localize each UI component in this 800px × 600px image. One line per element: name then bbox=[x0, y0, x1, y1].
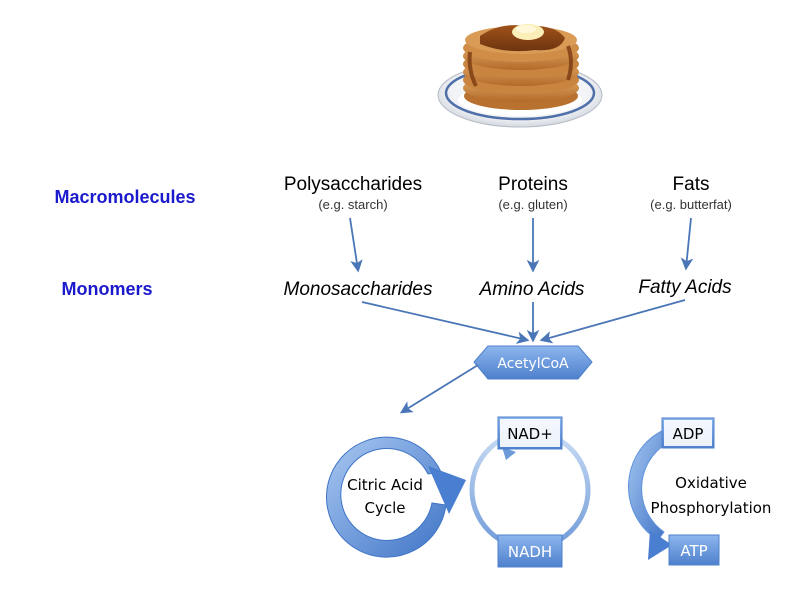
atp-label: ATP bbox=[680, 542, 707, 560]
oxidative-phosphorylation: ADP ATP Oxidative Phosphorylation bbox=[627, 417, 772, 566]
acetylcoa-node: AcetylCoA bbox=[473, 345, 593, 380]
citric-cycle-ring-icon bbox=[326, 436, 447, 558]
arrow-polysaccharides-monomer bbox=[349, 217, 363, 273]
oxphos-arrowhead-icon bbox=[648, 530, 672, 560]
arrow-monosaccharides-acetylcoa bbox=[361, 301, 530, 344]
citric-cycle-arrowhead-icon bbox=[428, 466, 466, 514]
adp-label: ADP bbox=[673, 425, 704, 443]
fats-example: (e.g. butterfat) bbox=[650, 197, 732, 212]
proteins-name: Proteins bbox=[498, 174, 568, 195]
macromolecules-label: Macromolecules bbox=[54, 187, 195, 207]
oxphos-line2: Phosphorylation bbox=[651, 499, 772, 517]
nadh-box bbox=[497, 534, 563, 568]
monosaccharides-name: Monosaccharides bbox=[284, 279, 433, 300]
citric-cycle-line2: Cycle bbox=[365, 499, 406, 517]
polysaccharides-name: Polysaccharides bbox=[284, 174, 422, 195]
polysaccharides-example: (e.g. starch) bbox=[318, 197, 387, 212]
proteins-example: (e.g. gluten) bbox=[498, 197, 567, 212]
oxphos-line1: Oxidative bbox=[675, 474, 747, 492]
atp-box bbox=[668, 534, 720, 566]
citric-acid-cycle: Citric Acid Cycle bbox=[326, 436, 466, 558]
arrow-fattyacids-acetylcoa bbox=[539, 299, 686, 344]
pancake-stack-image bbox=[437, 24, 603, 128]
nadh-label: NADH bbox=[508, 543, 552, 561]
arrow-fats-monomer bbox=[680, 217, 694, 271]
nad-cycle-arrowhead-icon bbox=[502, 447, 516, 460]
oxphos-arc-icon bbox=[627, 429, 667, 541]
fats-name: Fats bbox=[673, 174, 710, 195]
nad-cycle: NAD+ NADH bbox=[469, 416, 591, 568]
amino-acids-name: Amino Acids bbox=[479, 279, 585, 300]
monomers-label: Monomers bbox=[61, 279, 152, 299]
fatty-acids-name: Fatty Acids bbox=[638, 277, 732, 298]
citric-cycle-line1: Citric Acid bbox=[347, 476, 423, 494]
nad-plus-label: NAD+ bbox=[507, 425, 553, 443]
arrow-acetylcoa-citric-cycle bbox=[399, 364, 479, 414]
acetylcoa-label: AcetylCoA bbox=[497, 356, 569, 372]
